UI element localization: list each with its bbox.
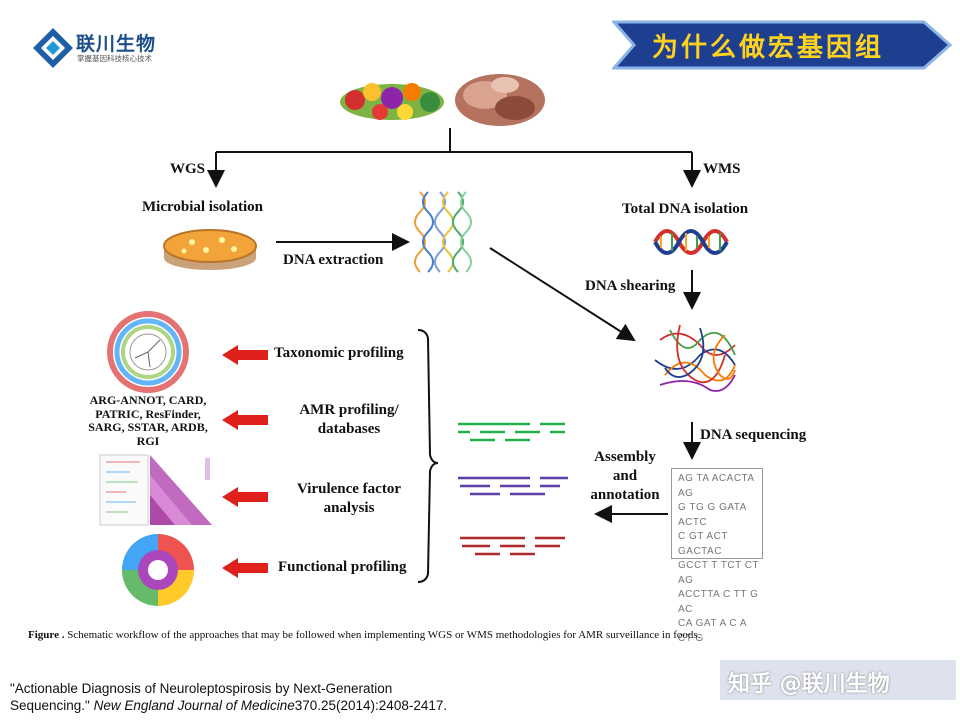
sequence-line: GCCT T TCT CT AG (678, 560, 759, 586)
sequence-box: AG TA ACACTA AG G TG G GATA ACTC C GT AC… (671, 468, 763, 644)
red-arrows (222, 345, 268, 578)
label-wgs: WGS (170, 161, 206, 177)
label-microbial-isolation: Microbial isolation (142, 199, 263, 215)
watermark-background (720, 660, 956, 700)
reads-red (460, 536, 565, 556)
brand-name: 联川生物 (76, 34, 157, 55)
database-line-4: RGI (136, 433, 160, 448)
amr-line-1: AMR profiling/ (299, 402, 399, 418)
reference-line-1: "Actionable Diagnosis of Neuroleptospiro… (10, 681, 393, 696)
reference-citation: "Actionable Diagnosis of Neuroleptospiro… (10, 680, 530, 714)
vegetables-image (340, 83, 444, 120)
functional-sunburst-image (122, 534, 194, 606)
virulence-line-2: analysis (323, 500, 375, 516)
label-functional-profiling: Functional profiling (278, 559, 407, 575)
title-banner (612, 20, 952, 70)
sequence-line: CA GAT A C A CT G (678, 618, 747, 644)
petri-dish-image (163, 229, 257, 270)
virulence-line-1: Virulence factor (297, 481, 401, 497)
database-line-2: PATRIC, ResFinder, (95, 406, 201, 421)
reference-line-2: Sequencing." New England Journal of Medi… (10, 697, 530, 714)
reference-prefix: Sequencing." (10, 698, 94, 713)
database-list: ARG-ANNOT, CARD, PATRIC, ResFinder, SARG… (78, 393, 218, 448)
assembly-line-2: and (612, 468, 638, 484)
label-amr-profiling: AMR profiling/ databases (274, 401, 424, 439)
caption-label: Figure . (28, 629, 65, 641)
reference-suffix: 370.25(2014):2408-2417. (294, 698, 448, 713)
meat-image (455, 74, 545, 126)
sequence-line: ACCTTA C TT G AC (678, 589, 759, 615)
dna-strands-image (414, 191, 472, 273)
company-logo (33, 28, 73, 68)
caption-text: Schematic workflow of the approaches tha… (64, 629, 701, 641)
reads-green (458, 422, 565, 442)
database-line-3: SARG, SSTAR, ARDB, (88, 420, 208, 434)
assembly-line-1: Assembly (594, 449, 656, 465)
sequence-line: G TG G GATA ACTC (678, 502, 747, 528)
sequence-line: C GT ACT GACTAC (678, 531, 728, 557)
reference-journal: New England Journal of Medicine (93, 698, 295, 713)
label-dna-extraction: DNA extraction (283, 252, 384, 268)
sequence-line: AG TA ACACTA AG (678, 473, 755, 499)
label-virulence-factor: Virulence factor analysis (274, 480, 424, 518)
watermark-text: 知乎 @联川生物 (728, 672, 890, 697)
label-wms: WMS (703, 161, 741, 177)
database-line-1: ARG-ANNOT, CARD, (89, 393, 207, 407)
figure-caption: Figure . Schematic workflow of the appro… (28, 629, 938, 641)
label-dna-shearing: DNA shearing (585, 278, 676, 294)
banner-title: 为什么做宏基因组 (652, 33, 885, 63)
label-dna-sequencing: DNA sequencing (700, 427, 807, 443)
assembly-line-3: annotation (590, 487, 660, 503)
label-total-dna-isolation: Total DNA isolation (622, 201, 749, 217)
phylogenetic-tree-image (107, 311, 189, 393)
amr-line-2: databases (317, 421, 381, 437)
reads-purple (458, 476, 568, 496)
label-assembly-annotation: Assembly and annotation (575, 448, 675, 505)
dna-helix-image (653, 229, 729, 255)
label-taxonomic-profiling: Taxonomic profiling (274, 345, 404, 361)
sheared-dna-image (654, 324, 736, 392)
brand-tagline: 掌握基因科技核心技术 (77, 54, 152, 63)
heatmap-image (99, 454, 212, 526)
